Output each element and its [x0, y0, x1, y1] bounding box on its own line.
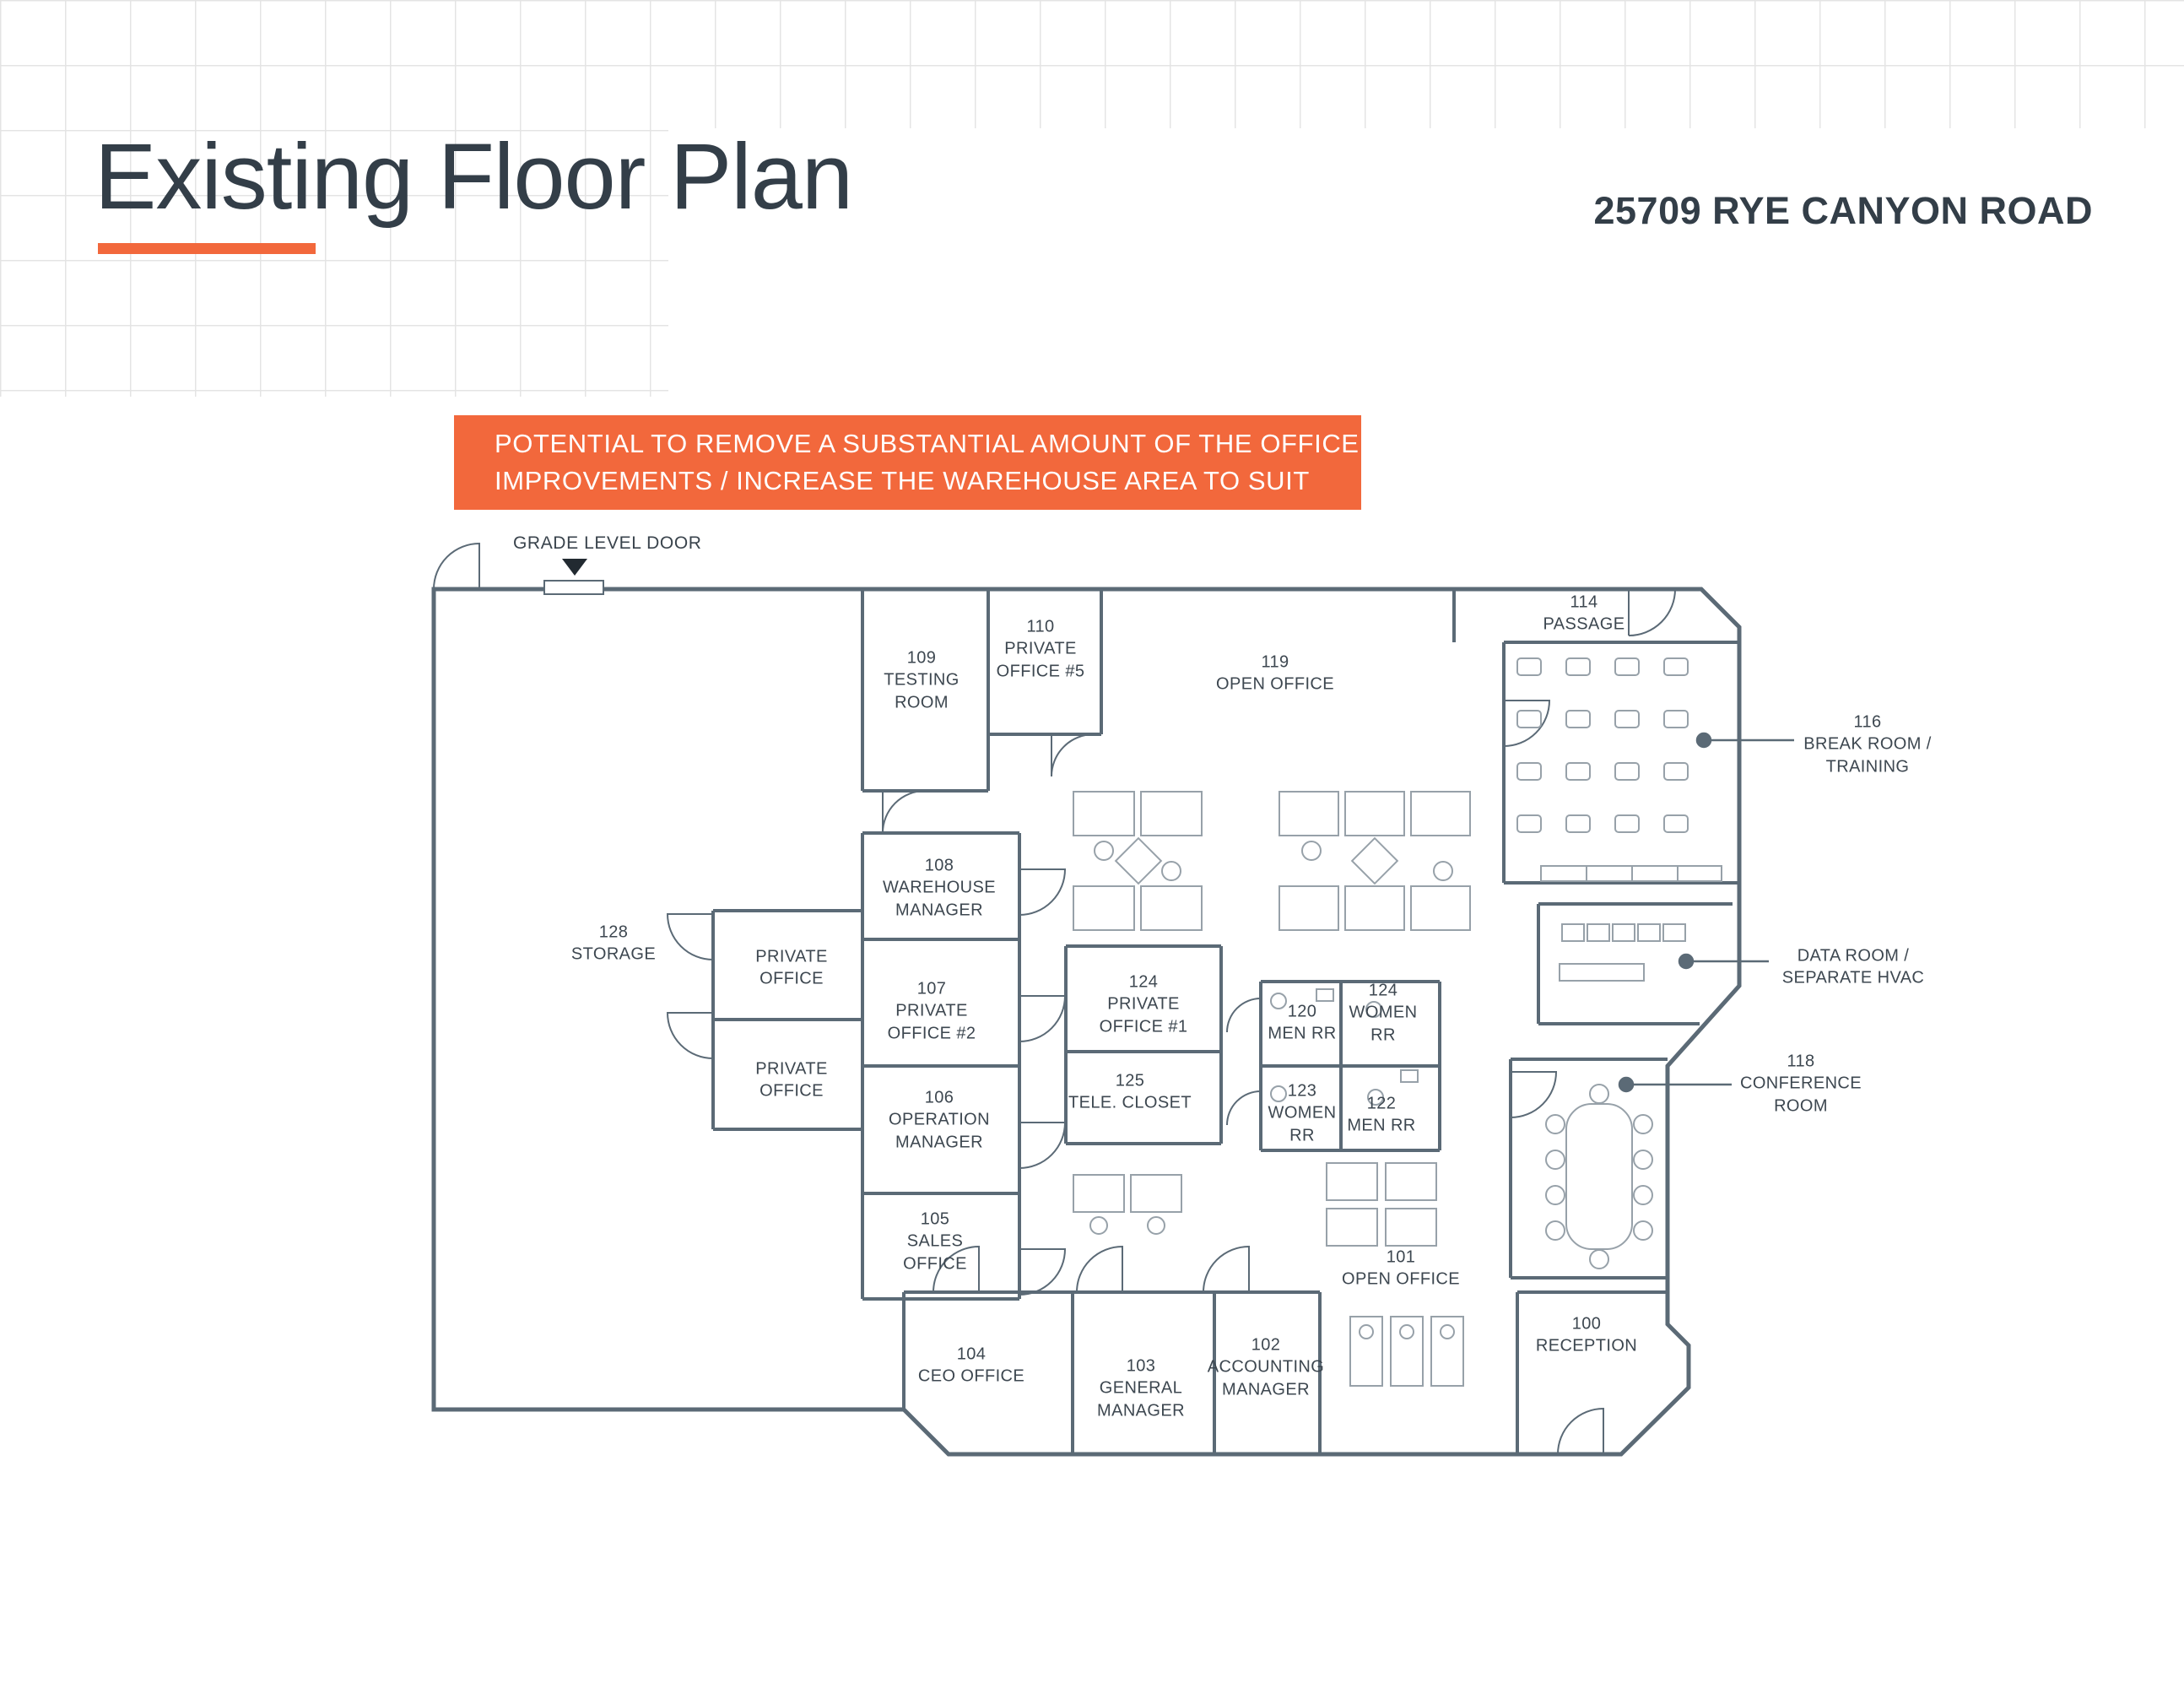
- grid-background-left: [0, 0, 668, 397]
- room-label-124-private-office-1: 124 PRIVATE OFFICE #1: [1099, 972, 1188, 1036]
- callout-label-data-room: DATA ROOM / SEPARATE HVAC: [1781, 946, 1925, 987]
- break-room-callout-dot-icon: [1695, 732, 1712, 749]
- interior-walls: [711, 589, 1739, 1454]
- restroom-fixtures: [1270, 988, 1419, 1106]
- room-label-105-sales-office: 105 SALES OFFICE: [903, 1209, 967, 1274]
- grade-level-door-icon: [543, 580, 604, 595]
- title-accent-underline: [98, 243, 316, 254]
- room-label-123-women-rr: 123 WOMEN RR: [1268, 1081, 1337, 1145]
- furniture: [1073, 657, 1722, 1387]
- room-label-102-accounting-manager: 102 ACCOUNTING MANAGER: [1207, 1335, 1325, 1399]
- highlight-banner: POTENTIAL TO REMOVE A SUBSTANTIAL AMOUNT…: [454, 415, 1361, 510]
- room-label-101-open-office: 101 OPEN OFFICE: [1342, 1247, 1460, 1289]
- room-label-120-men-rr: 120 MEN RR: [1268, 1002, 1337, 1043]
- property-address: 25709 RYE CANYON ROAD: [1593, 189, 2093, 232]
- tele-area-desks: [1073, 1174, 1182, 1235]
- room-label-103-general-manager: 103 GENERAL MANAGER: [1097, 1356, 1185, 1420]
- data-room-callout-dot-icon: [1678, 953, 1695, 970]
- page-title: Existing Floor Plan: [95, 125, 853, 229]
- entry-stalls: [1349, 1316, 1464, 1387]
- room-label-125-tele-closet: 125 TELE. CLOSET: [1068, 1071, 1192, 1112]
- callout-markers: [1618, 732, 1794, 1093]
- callout-label-116-break-room: 116 BREAK ROOM / TRAINING: [1803, 712, 1932, 776]
- room-label-104-ceo-office: 104 CEO OFFICE: [917, 1344, 1025, 1386]
- room-label-128-storage: 128 STORAGE: [570, 922, 657, 964]
- grade-level-door-marker-icon: [562, 559, 587, 576]
- door-swings: [433, 542, 1676, 1455]
- room-label-110-private-office-5: 110 PRIVATE OFFICE #5: [996, 617, 1085, 681]
- room-label-124-women-rr: 124 WOMEN RR: [1349, 981, 1418, 1045]
- room-label-100-reception: 100 RECEPTION: [1535, 1314, 1638, 1355]
- room-label-106-operation-manager: 106 OPERATION MANAGER: [889, 1088, 990, 1152]
- open-office-101-desks: [1326, 1162, 1437, 1247]
- room-label-114-passage: 114 PASSAGE: [1543, 592, 1625, 634]
- conference-callout-dot-icon: [1618, 1076, 1635, 1093]
- grade-level-door-label: GRADE LEVEL DOOR: [513, 533, 702, 553]
- data-room-equipment: [1559, 923, 1686, 982]
- callout-label-118-conference-room: 118 CONFERENCE ROOM: [1739, 1052, 1862, 1116]
- room-label-private-office-lower: PRIVATE OFFICE: [755, 1059, 828, 1101]
- conference-table: [1545, 1084, 1653, 1269]
- room-label-private-office-upper: PRIVATE OFFICE: [755, 947, 828, 988]
- room-label-122-men-rr: 122 MEN RR: [1347, 1094, 1416, 1135]
- room-label-109-testing-room: 109 TESTING ROOM: [884, 648, 960, 712]
- desk-cluster-b: [1279, 791, 1471, 931]
- desk-cluster-a: [1073, 791, 1203, 931]
- room-label-108-warehouse-manager: 108 WAREHOUSE MANAGER: [883, 856, 996, 920]
- room-label-119-open-office: 119 OPEN OFFICE: [1216, 652, 1334, 694]
- break-room-seating: [1516, 657, 1722, 882]
- room-label-107-private-office-2: 107 PRIVATE OFFICE #2: [887, 979, 976, 1043]
